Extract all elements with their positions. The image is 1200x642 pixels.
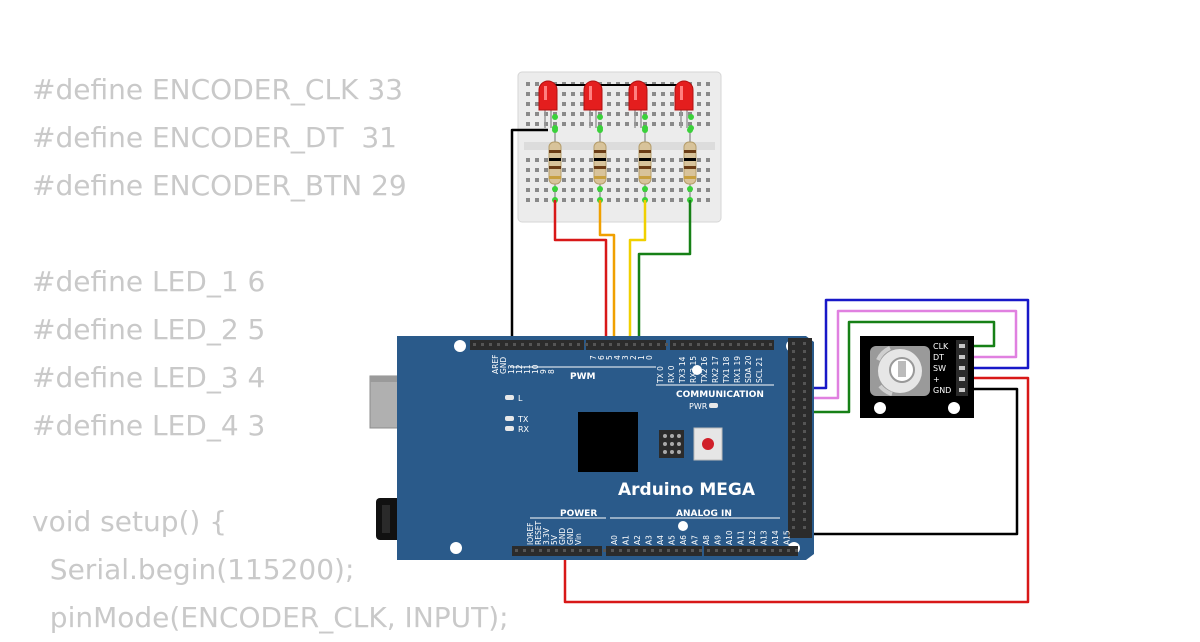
encoder-pin-label: CLK xyxy=(933,342,949,351)
board-name: Arduino MEGA xyxy=(618,480,756,500)
wire-sw xyxy=(808,320,996,414)
code-line: #define ENCODER_CLK 33 xyxy=(32,73,403,106)
pin-label: SCL 21 xyxy=(755,357,764,383)
arduino-mega-board: Arduino MEGA PWM COMMUNICATION POWER ANA… xyxy=(369,336,814,560)
encoder-pin-label: GND xyxy=(933,386,951,395)
pin-label: A0 xyxy=(610,535,619,545)
pin-label: A6 xyxy=(679,535,688,545)
wire-led3 xyxy=(628,200,647,347)
encoder-pin-label: SW xyxy=(933,364,946,373)
pin-label: TX1 18 xyxy=(722,356,731,384)
pin-label: A4 xyxy=(656,535,665,545)
pin-label: GND xyxy=(499,357,508,374)
pin-label: RESET xyxy=(534,521,543,545)
pin-label: A9 xyxy=(714,535,723,545)
pin-label: A13 xyxy=(760,530,769,545)
pin-label: 5V xyxy=(550,534,559,545)
code-line: #define LED_4 3 xyxy=(32,409,266,442)
pin-label: RX 0 xyxy=(667,365,676,383)
reset-button xyxy=(693,427,723,461)
pin-label: 8 xyxy=(547,369,556,374)
resistor-row xyxy=(548,127,697,203)
pin-label: 5 xyxy=(605,355,614,360)
pin-label: 0 xyxy=(645,355,654,360)
pin-label: 7 xyxy=(589,355,598,360)
pin-label: IOREF xyxy=(526,523,535,545)
pin-label: A15 xyxy=(783,530,792,545)
code-line: #define LED_3 4 xyxy=(32,361,266,394)
pin-label: GND xyxy=(558,528,567,545)
pin-label: RX3 15 xyxy=(689,356,698,383)
pin-label: Vin xyxy=(574,533,583,545)
rotary-encoder: CLK DT SW + GND xyxy=(860,336,974,418)
code-overlay: #define ENCODER_CLK 33 #define ENCODER_DT… xyxy=(32,66,509,642)
wire-5v xyxy=(563,376,1030,604)
mcu-chip xyxy=(578,412,638,472)
breadboard xyxy=(517,71,722,223)
pin-label: RX1 19 xyxy=(733,356,742,383)
wire-gnd-encoder xyxy=(808,387,1019,536)
pin-label: 10 xyxy=(531,364,540,374)
analog-label: ANALOG IN xyxy=(676,509,732,519)
icsp-header xyxy=(659,430,684,458)
code-line: void setup() { xyxy=(32,505,228,538)
pwm-label: PWM xyxy=(570,372,596,382)
pin-label: 4 xyxy=(613,355,622,360)
communication-label: COMMUNICATION xyxy=(676,390,764,400)
pin-label: GND xyxy=(566,528,575,545)
pin-label: A11 xyxy=(737,530,746,545)
encoder-pin-label: DT xyxy=(933,353,944,362)
code-line: #define ENCODER_DT 31 xyxy=(32,121,397,154)
pwr-label: PWR xyxy=(689,402,708,411)
pin-label: A1 xyxy=(622,535,631,545)
pin-label: SDA 20 xyxy=(744,355,753,383)
pin-label: A3 xyxy=(645,535,654,545)
pin-label: 2 xyxy=(629,355,638,360)
wire-led2 xyxy=(598,200,616,347)
pin-label: TX 0 xyxy=(656,366,665,384)
led-row xyxy=(538,80,694,131)
pin-label: 3 xyxy=(621,355,630,360)
pin-label: A12 xyxy=(748,530,757,545)
led-tx-label: TX xyxy=(517,415,529,424)
pin-label: 13 xyxy=(507,364,516,374)
pin-label: RX2 17 xyxy=(711,356,720,383)
pin-label: TX3 14 xyxy=(678,356,687,384)
code-line: #define LED_2 5 xyxy=(32,313,266,346)
pin-label: 9 xyxy=(539,369,548,374)
pin-label: A2 xyxy=(633,535,642,545)
pin-label: AREF xyxy=(491,355,500,374)
wire-led1 xyxy=(553,200,608,347)
pin-label: 3.3V xyxy=(542,527,551,545)
wire-clk xyxy=(808,298,1030,390)
pin-label: TX2 16 xyxy=(700,356,709,384)
pin-label: A5 xyxy=(668,535,677,545)
code-line: #define ENCODER_BTN 29 xyxy=(32,169,407,202)
wires xyxy=(510,128,1030,604)
wire-gnd-breadboard xyxy=(510,128,548,347)
led-rx-label: RX xyxy=(518,425,530,434)
pin-label: 1 xyxy=(637,355,646,360)
code-line: #define LED_1 6 xyxy=(32,265,266,298)
pin-label: A14 xyxy=(771,530,780,545)
power-label: POWER xyxy=(560,509,597,519)
code-line: pinMode(ENCODER_CLK, INPUT); xyxy=(32,601,509,634)
wire-led4 xyxy=(637,200,692,347)
code-line: Serial.begin(115200); xyxy=(32,553,355,586)
pin-label: A8 xyxy=(702,535,711,545)
pin-label: A7 xyxy=(691,535,700,545)
pin-label: 11 xyxy=(523,364,532,374)
pin-label: A10 xyxy=(725,530,734,545)
wire-dt xyxy=(808,309,1018,400)
pin-label: 12 xyxy=(515,364,524,374)
encoder-pin-label: + xyxy=(933,375,940,384)
pin-label: 6 xyxy=(597,355,606,360)
led-l-label: L xyxy=(518,394,523,403)
